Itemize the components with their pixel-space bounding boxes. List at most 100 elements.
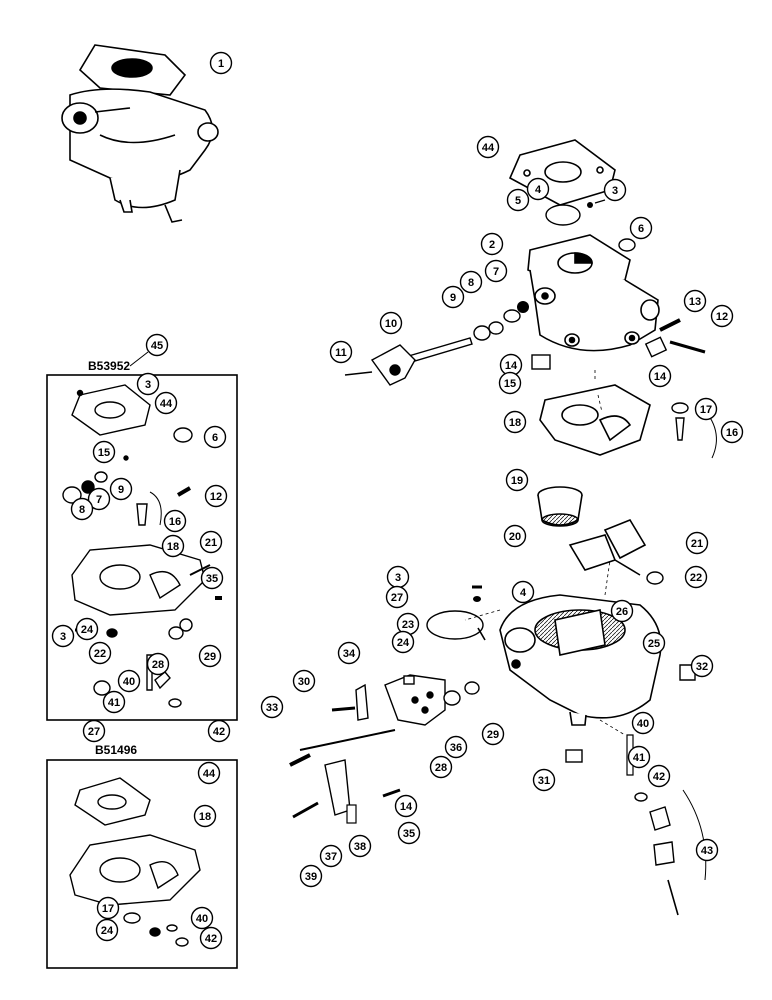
callout-circle xyxy=(209,51,233,75)
callout-circle xyxy=(685,531,709,555)
callout-circle xyxy=(337,641,361,665)
callout-circle xyxy=(70,497,94,521)
callout-number: 35 xyxy=(403,828,415,840)
callout-number: 4 xyxy=(535,184,542,196)
callout-circle xyxy=(695,838,719,862)
throttle-plate xyxy=(545,204,581,226)
callout-number: 27 xyxy=(88,726,100,738)
callout-number: 30 xyxy=(298,676,310,688)
callout-number: 28 xyxy=(435,762,447,774)
callout-number: 27 xyxy=(391,592,403,604)
callout-number: 40 xyxy=(637,718,649,730)
callout-circle xyxy=(154,391,178,415)
callout-circle xyxy=(629,216,653,240)
callout-circle xyxy=(394,794,418,818)
callout-circle xyxy=(163,509,187,533)
callout-number: 40 xyxy=(196,913,208,925)
callout-circle xyxy=(190,906,214,930)
callout-number: 10 xyxy=(385,318,397,330)
callout-number: 18 xyxy=(167,541,179,553)
callout-circle xyxy=(87,487,111,511)
callout-circle xyxy=(136,372,160,396)
callout-number: 4 xyxy=(520,587,527,599)
callout-number: 32 xyxy=(696,661,708,673)
callout-number: 42 xyxy=(653,771,665,783)
callout-number: 26 xyxy=(616,606,628,618)
callout-number: 23 xyxy=(402,619,414,631)
callout-circle xyxy=(117,669,141,693)
callout-number: 7 xyxy=(493,266,499,278)
callout-circle xyxy=(505,468,529,492)
callout-number: 21 xyxy=(205,537,217,549)
callout-circle xyxy=(647,764,671,788)
callout-circle xyxy=(441,285,465,309)
callout-circle xyxy=(690,654,714,678)
callout-circle xyxy=(397,821,421,845)
kit-a-ref-circle xyxy=(145,333,169,357)
callout-number: 43 xyxy=(701,845,713,857)
callout-number: 14 xyxy=(654,371,667,383)
callout-circle xyxy=(506,188,530,212)
callout-circle xyxy=(610,599,634,623)
callout-number: 34 xyxy=(343,648,356,660)
callout-number: 14 xyxy=(400,801,413,813)
callout-circle xyxy=(379,311,403,335)
callout-number: 31 xyxy=(538,775,550,787)
callout-number: 2 xyxy=(489,239,495,251)
callout-circle xyxy=(207,719,231,743)
callout-number: 41 xyxy=(108,697,120,709)
throttle-body xyxy=(527,234,660,352)
callout-number: 42 xyxy=(213,726,225,738)
callout-number: 15 xyxy=(98,447,110,459)
callout-circle xyxy=(200,566,224,590)
callout-circle xyxy=(319,844,343,868)
callout-number: 28 xyxy=(152,659,164,671)
callout-circle xyxy=(51,624,75,648)
callout-circle xyxy=(96,896,120,920)
callout-number: 3 xyxy=(60,631,66,643)
callout-circle xyxy=(532,768,556,792)
callout-circle xyxy=(459,270,483,294)
callout-number: 8 xyxy=(468,277,474,289)
callout-circle xyxy=(484,259,508,283)
callout-circle xyxy=(526,177,550,201)
callout-number: 42 xyxy=(205,933,217,945)
callout-number: 25 xyxy=(648,638,660,650)
callout-number: 41 xyxy=(633,752,645,764)
callout-number: 16 xyxy=(726,427,738,439)
float-bowl xyxy=(499,594,662,726)
callout-number: 20 xyxy=(509,531,521,543)
callout-number: 44 xyxy=(203,768,216,780)
callout-number: 29 xyxy=(204,651,216,663)
callout-number: 35 xyxy=(206,573,218,585)
callout-number: 44 xyxy=(482,142,495,154)
callout-circle xyxy=(476,135,500,159)
callout-number: 3 xyxy=(145,379,151,391)
callout-circle xyxy=(481,722,505,746)
callout-number: 5 xyxy=(515,195,521,207)
callout-circle xyxy=(429,755,453,779)
overview-carburetor xyxy=(61,44,219,223)
callout-number: 9 xyxy=(118,484,124,496)
callout-circle xyxy=(642,631,666,655)
callout-circle xyxy=(109,477,133,501)
callout-circle xyxy=(260,695,284,719)
callout-number: 16 xyxy=(169,516,181,528)
callout-circle xyxy=(480,232,504,256)
callout-number: 21 xyxy=(691,538,703,550)
callout-number: 22 xyxy=(690,572,702,584)
callout-number: 17 xyxy=(700,404,712,416)
throttle-shaft xyxy=(344,337,473,386)
callout-circle xyxy=(199,926,223,950)
callout-circle xyxy=(710,304,734,328)
callout-circle xyxy=(385,585,409,609)
callout-circle xyxy=(603,178,627,202)
callout-number: 18 xyxy=(509,417,521,429)
callout-circle xyxy=(627,745,651,769)
callout-number: 9 xyxy=(450,292,456,304)
callout-number: 6 xyxy=(212,432,218,444)
callout-circle xyxy=(444,735,468,759)
callout-number: 24 xyxy=(81,624,94,636)
callout-circle xyxy=(161,534,185,558)
